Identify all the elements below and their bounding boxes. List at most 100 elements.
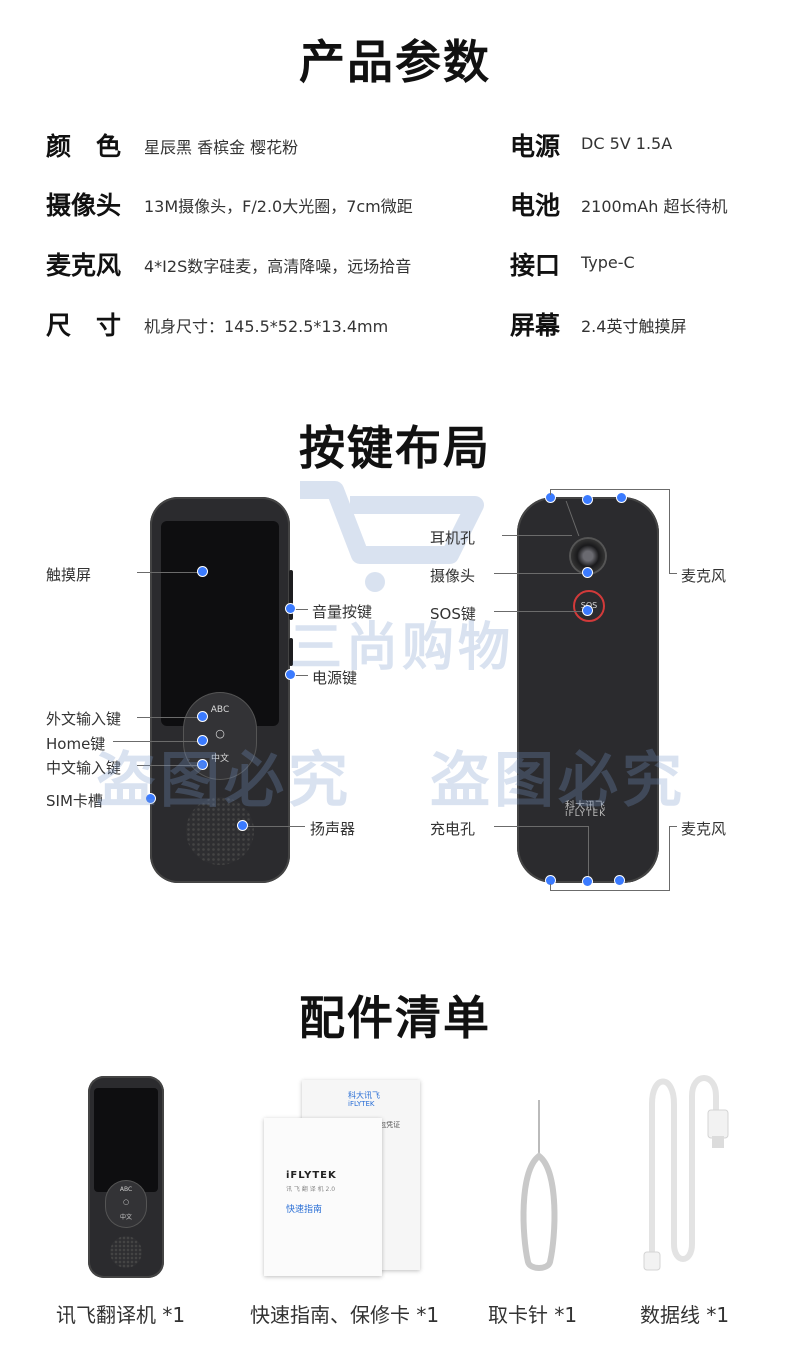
caption-translator: 讯飞翻译机 *1 <box>56 1303 186 1327</box>
front-screen[interactable] <box>161 521 279 726</box>
spec-mic-label: 麦克风 <box>46 251 122 280</box>
leader-line <box>137 572 203 573</box>
warranty-brand-cn: 科大讯飞 <box>348 1091 380 1100</box>
camera-lens-icon <box>571 539 605 573</box>
leader-line <box>669 489 670 573</box>
mini-nav-pad: ABC ○ 中文 <box>106 1181 146 1227</box>
leader-line <box>502 535 572 536</box>
spec-battery-value: 2100mAh 超长待机 <box>581 197 728 216</box>
front-side-button-power[interactable] <box>289 638 293 666</box>
callout-foreign-input: 外文输入键 <box>46 710 122 728</box>
mini-cn: 中文 <box>119 1214 132 1221</box>
leader-line <box>550 890 670 891</box>
marker-dot <box>198 760 207 769</box>
sos-button[interactable]: SOS <box>573 590 605 622</box>
mini-screen <box>94 1088 158 1192</box>
callout-sos: SOS键 <box>430 605 476 623</box>
marker-dot <box>198 736 207 745</box>
leader-line <box>137 765 203 766</box>
leader-line <box>494 573 584 574</box>
brand-en-text: iFLYTEK <box>565 809 607 819</box>
marker-dot <box>546 493 555 502</box>
leader-line <box>494 826 588 827</box>
callout-speaker: 扬声器 <box>310 820 356 838</box>
speaker-grille <box>186 797 254 865</box>
caption-pin: 取卡针 *1 <box>488 1303 578 1327</box>
spec-camera-label: 摄像头 <box>46 191 122 220</box>
caption-cable: 数据线 *1 <box>640 1303 730 1327</box>
caption-guide: 快速指南、保修卡 *1 <box>250 1303 440 1327</box>
leader-line <box>669 826 670 890</box>
callout-mic-top: 麦克风 <box>681 567 727 585</box>
marker-dot <box>146 794 155 803</box>
accessory-guide-card: iFLYTEK 讯 飞 翻 译 机 2.0 快速指南 <box>264 1118 382 1276</box>
spec-power-value: DC 5V 1.5A <box>581 134 673 153</box>
leader-line <box>290 675 308 676</box>
callout-volume: 音量按键 <box>312 603 373 621</box>
usb-cable-icon <box>643 1075 729 1271</box>
callout-earphone: 耳机孔 <box>430 529 476 547</box>
accessories-title: 配件清单 <box>299 991 491 1045</box>
front-side-button-volume[interactable] <box>289 570 293 620</box>
leader-line <box>550 490 551 495</box>
spec-screen-value: 2.4英寸触摸屏 <box>581 317 687 336</box>
spec-battery-label: 电池 <box>510 191 561 220</box>
home-key[interactable]: ○ <box>215 727 225 740</box>
spec-port-value: Type-C <box>581 253 635 272</box>
mini-home: ○ <box>122 1198 130 1206</box>
leader-line <box>550 489 670 490</box>
marker-dot <box>286 604 295 613</box>
callout-charge: 充电孔 <box>430 820 476 838</box>
chinese-key[interactable]: 中文 <box>210 754 229 764</box>
spec-color-value: 星辰黑 香槟金 樱花粉 <box>144 138 299 157</box>
spec-size-value: 机身尺寸：145.5*52.5*13.4mm <box>144 317 389 336</box>
callout-touchscreen: 触摸屏 <box>46 566 92 584</box>
callout-chinese-input: 中文输入键 <box>46 759 122 777</box>
leader-line <box>137 717 203 718</box>
marker-dot <box>583 877 592 886</box>
guide-brand: iFLYTEK <box>286 1170 337 1181</box>
callout-power-key: 电源键 <box>312 669 358 687</box>
marker-dot <box>286 670 295 679</box>
marker-dot <box>198 567 207 576</box>
leader-line <box>113 741 201 742</box>
leader-line <box>494 611 584 612</box>
spec-size-label: 尺 寸 <box>46 311 122 340</box>
spec-mic-value: 4*I2S数字硅麦，高清降噪，远场拾音 <box>144 257 412 276</box>
watermark-text: 盗图必究 <box>96 746 352 816</box>
watermark-text: 三尚购物 <box>290 618 515 678</box>
mini-speaker <box>110 1236 142 1268</box>
leader-line <box>669 573 677 574</box>
leader-line <box>245 826 305 827</box>
brand-cn-text: 科大讯飞 <box>565 801 605 812</box>
spec-color-label: 颜 色 <box>46 132 122 161</box>
callout-camera: 摄像头 <box>430 567 476 585</box>
callout-mic-bottom: 麦克风 <box>681 820 727 838</box>
marker-dot <box>198 712 207 721</box>
guide-subtitle: 讯 飞 翻 译 机 2.0 <box>286 1186 336 1193</box>
marker-dot <box>583 606 592 615</box>
spec-port-label: 接口 <box>510 251 561 280</box>
front-device: ABC ○ 中文 <box>150 497 290 883</box>
nav-pad: ABC ○ 中文 <box>184 693 256 779</box>
layout-title: 按键布局 <box>299 421 491 475</box>
leader-line <box>669 826 677 827</box>
marker-dot <box>617 493 626 502</box>
abc-key[interactable]: ABC <box>210 705 230 715</box>
marker-dot <box>583 568 592 577</box>
sim-pin-icon <box>520 1100 558 1271</box>
callout-sim: SIM卡槽 <box>46 792 103 810</box>
mini-abc: ABC <box>119 1186 133 1193</box>
spec-camera-value: 13M摄像头，F/2.0大光圈，7cm微距 <box>144 197 413 216</box>
watermark-text: 盗图必究 <box>430 746 686 816</box>
marker-dot <box>238 821 247 830</box>
marker-dot <box>546 876 555 885</box>
accessory-translator: ABC ○ 中文 <box>88 1076 164 1278</box>
callout-home: Home键 <box>46 735 106 753</box>
marker-dot <box>583 495 592 504</box>
spec-screen-label: 屏幕 <box>510 311 561 340</box>
specs-title: 产品参数 <box>299 35 491 89</box>
leader-line <box>550 884 551 890</box>
leader-line <box>290 609 308 610</box>
marker-dot <box>615 876 624 885</box>
